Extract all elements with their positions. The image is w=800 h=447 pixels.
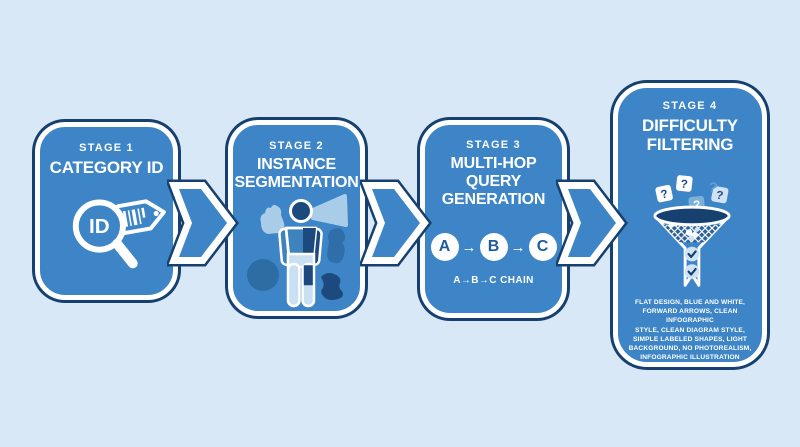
stage-card-4: STAGE 4 DIFFICULTY FILTERING ? ? ? ? ? — [613, 83, 767, 367]
id-magnifier-tag-icon: ID — [72, 199, 166, 269]
chain-node-a: A — [430, 233, 459, 261]
stage-label: STAGE 3 — [466, 139, 521, 151]
stage-title: DIFFICULTY FILTERING — [642, 116, 738, 155]
magnifier-id-text: ID — [89, 215, 110, 238]
question-square: ? — [715, 189, 724, 203]
style-note-line: SIMPLE LABELED SHAPES, LIGHT — [632, 335, 748, 343]
question-square: ? — [693, 198, 701, 212]
funnel-rim — [653, 205, 731, 227]
flow-arrow-icon — [167, 179, 239, 267]
check-circle-icon — [684, 264, 700, 279]
tall-blob — [327, 228, 346, 264]
funnel-filter-icon: ? ? ? ? ? — [653, 175, 731, 287]
style-note-line: INFOGRAPHIC ILLUSTRATION — [640, 354, 740, 362]
chain-caption: A→B→C CHAIN — [453, 275, 534, 286]
abc-chain-icon: A → B → C — [425, 233, 562, 261]
check-circle-icon — [684, 246, 700, 262]
style-note-line: BACKGROUND, NO PHOTOREALISM, — [628, 345, 752, 353]
stage-label: STAGE 4 — [662, 100, 718, 112]
style-note-line: FORWARD ARROWS, CLEAN INFOGRAPHIC — [642, 308, 738, 325]
thumb-blob — [260, 204, 285, 234]
circle-blob — [247, 259, 279, 291]
flow-arrow-icon — [556, 179, 628, 267]
stage-label: STAGE 2 — [269, 140, 324, 152]
style-note: FLAT DESIGN, BLUE AND WHITE, FORWARD ARR… — [625, 298, 755, 363]
question-square: ? — [659, 187, 669, 201]
chain-arrow-icon: → — [461, 238, 477, 256]
stage-title: MULTI-HOP QUERY GENERATION — [441, 155, 546, 208]
person-figure — [278, 199, 323, 308]
flow-arrow-icon — [360, 179, 432, 267]
style-note-line: FLAT DESIGN, BLUE AND WHITE, — [634, 299, 746, 306]
stage-title: CATEGORY ID — [49, 158, 164, 177]
megaphone-blob — [311, 194, 348, 227]
floating-question-mark: ? — [707, 180, 719, 198]
chain-node-b: B — [479, 233, 508, 261]
style-note-line: STYLE, CLEAN DIAGRAM STYLE, — [635, 326, 745, 334]
question-square: ? — [680, 178, 688, 192]
stage-title: INSTANCE SEGMENTATION — [234, 156, 359, 191]
stage-card-1: STAGE 1 CATEGORY ID ID — [35, 122, 178, 300]
chain-arrow-icon: → — [510, 238, 526, 256]
stage-label: STAGE 1 — [79, 142, 134, 154]
chain-node-c: C — [528, 233, 557, 261]
dark-blob — [321, 273, 343, 301]
person-segmentation-icon — [247, 194, 348, 308]
